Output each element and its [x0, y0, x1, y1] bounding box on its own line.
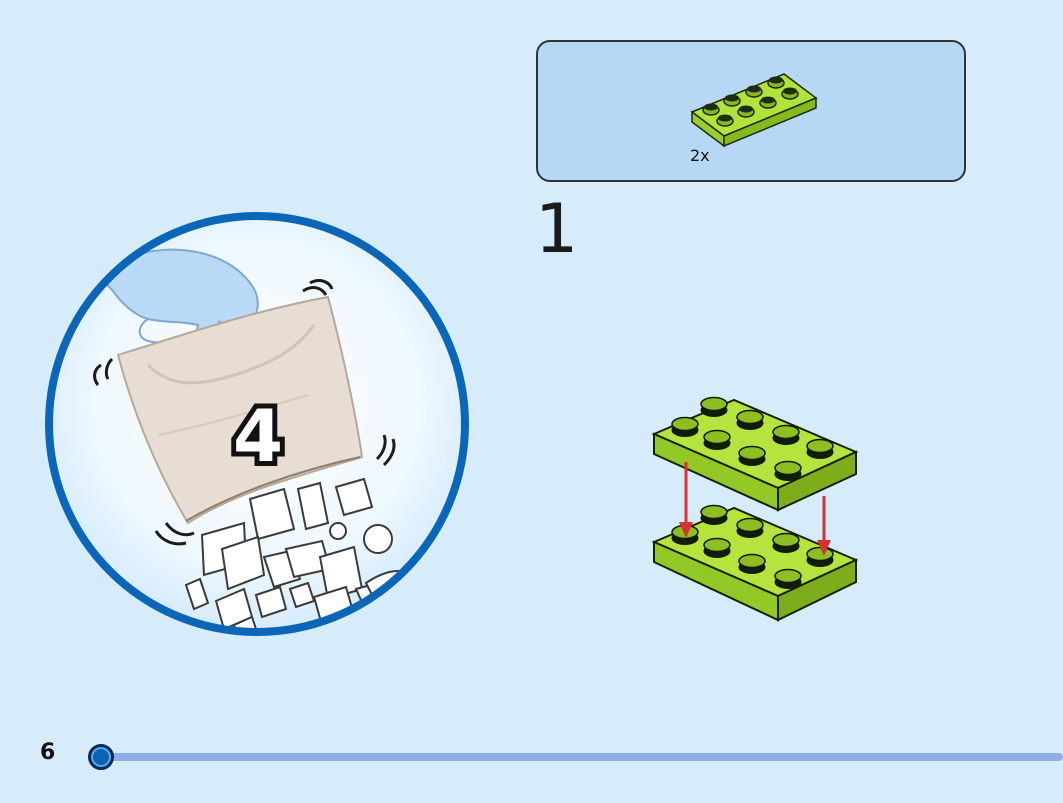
bottom-plate-icon [651, 504, 859, 622]
progress-knob [88, 744, 114, 770]
part-quantity: 2x [690, 146, 710, 165]
bag-number: 4 [233, 394, 283, 478]
step-assembly-illustration [640, 382, 880, 632]
bag-callout: 4 [38, 205, 476, 643]
progress-track [102, 753, 1063, 761]
down-arrow-right-icon [817, 496, 831, 556]
bag-opening-hand-icon: 4 [93, 248, 410, 632]
top-plate-icon [651, 396, 859, 512]
lime-plate-icon [684, 60, 824, 150]
parts-list-callout: 2x [536, 40, 966, 182]
down-arrow-left-icon [679, 462, 693, 538]
step-number: 1 [535, 190, 579, 269]
page-number: 6 [40, 740, 56, 765]
